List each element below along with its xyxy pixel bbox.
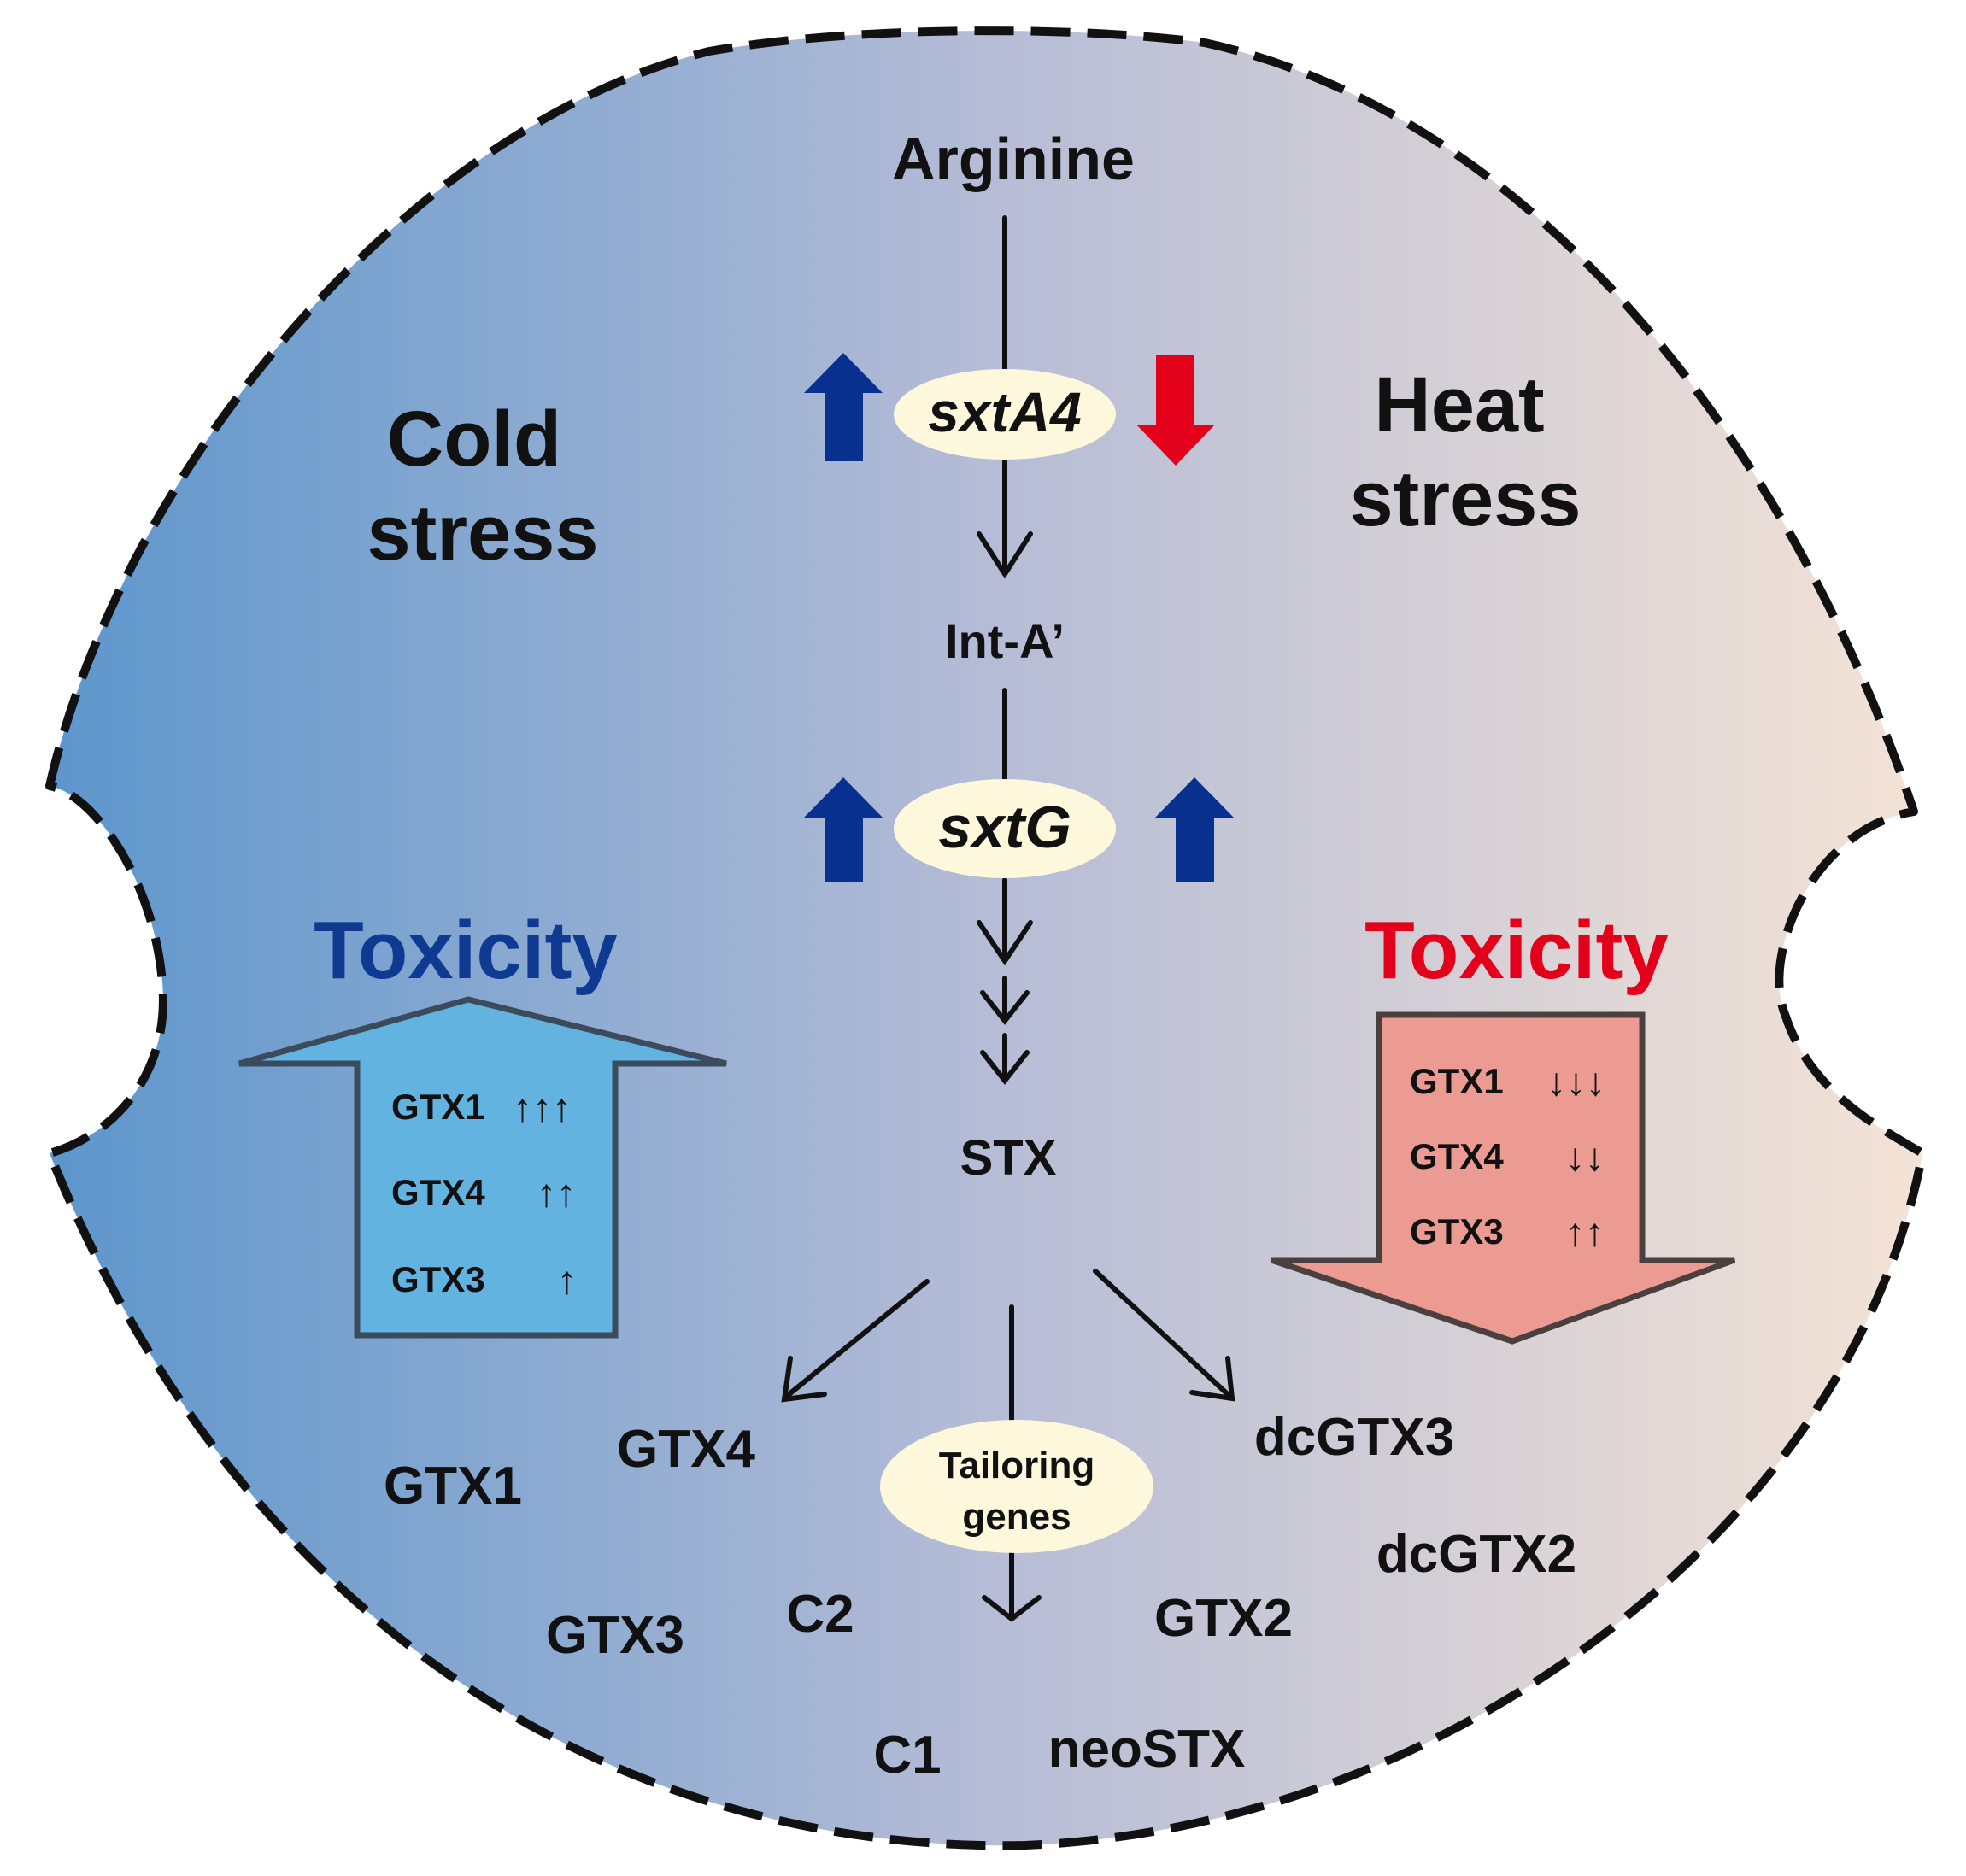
sxta4-gene-label: sxtA4: [928, 380, 1082, 443]
cold-stress-title-line1: Cold: [387, 396, 561, 483]
heat-sxta4-down-arrow-icon: [1136, 355, 1215, 466]
heat-item-arrows: ↑↑: [1565, 1210, 1605, 1254]
toxin-gtx4: GTX4: [617, 1420, 755, 1479]
toxin-c2: C2: [786, 1585, 854, 1644]
sxtg-ellipse: [894, 779, 1116, 878]
cold-item-arrows: ↑↑↑: [513, 1085, 572, 1129]
cold-item-arrows: ↑: [557, 1258, 577, 1302]
cold-sxtg-up-arrow-icon: [804, 777, 883, 882]
sxtg-gene-label: sxtG: [938, 794, 1071, 860]
toxin-gtx1: GTX1: [384, 1457, 522, 1515]
heat-stress-title-line2: stress: [1349, 455, 1581, 542]
cold-item-name: GTX3: [391, 1259, 485, 1299]
toxin-neostx: neoSTX: [1048, 1720, 1246, 1779]
sxta4-ellipse: [894, 369, 1116, 460]
cell-outline: [45, 26, 1927, 1850]
toxin-dcgtx2: dcGTX2: [1376, 1525, 1576, 1584]
cold-toxicity-label: Toxicity: [314, 905, 618, 996]
heat-toxin-list: GTX1 ↓↓↓ GTX4 ↓↓ GTX3 ↑↑: [1410, 1059, 1605, 1254]
heat-stress-title-line1: Heat: [1374, 361, 1544, 448]
cold-item-arrows: ↑↑: [537, 1170, 576, 1215]
heat-item-name: GTX4: [1410, 1136, 1504, 1176]
cold-sxta4-up-arrow-icon: [804, 353, 883, 461]
heat-item-name: GTX3: [1410, 1211, 1504, 1252]
toxin-gtx3: GTX3: [546, 1606, 684, 1665]
pathway-connectors: [781, 215, 1235, 1622]
heat-item-arrows: ↓↓: [1565, 1134, 1605, 1179]
toxin-products: GTX1 GTX4 GTX3 C2 C1 neoSTX GTX2 dcGTX3 …: [384, 1408, 1576, 1785]
tailoring-genes-ellipse: [880, 1420, 1153, 1553]
heat-toxicity-down-arrow-icon: [1270, 1011, 1736, 1345]
toxin-dcgtx3: dcGTX3: [1254, 1408, 1454, 1467]
cold-toxicity-up-arrow-icon: [238, 996, 727, 1339]
cold-toxin-list: GTX1 ↑↑↑ GTX4 ↑↑ GTX3 ↑: [391, 1085, 577, 1302]
int-a-label: Int-A’: [945, 614, 1065, 668]
heat-toxicity-label: Toxicity: [1364, 905, 1669, 996]
tailoring-label-line2: genes: [962, 1496, 1071, 1538]
heat-sxtg-up-arrow-icon: [1155, 777, 1234, 882]
cold-stress-title-line2: stress: [367, 490, 598, 577]
cold-item-name: GTX1: [391, 1087, 485, 1127]
heat-item-name: GTX1: [1410, 1061, 1504, 1101]
stx-label: STX: [960, 1130, 1057, 1186]
tailoring-label-line1: Tailoring: [939, 1445, 1095, 1486]
heat-item-arrows: ↓↓↓: [1546, 1059, 1605, 1104]
cold-item-name: GTX4: [391, 1172, 485, 1212]
toxin-gtx2: GTX2: [1154, 1589, 1293, 1648]
toxin-c1: C1: [873, 1726, 941, 1785]
arginine-label: Arginine: [892, 126, 1135, 192]
